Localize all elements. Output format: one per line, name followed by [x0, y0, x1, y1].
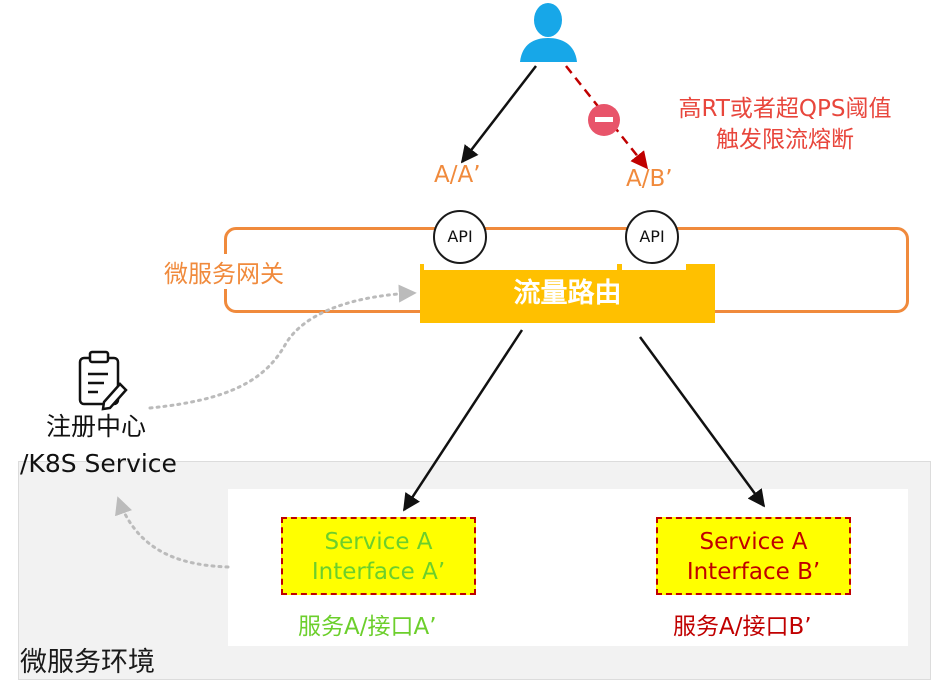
gateway-label: 微服务网关 [162, 254, 286, 289]
request-arrow-left [460, 65, 537, 164]
router-notch-left [424, 264, 546, 270]
registry-label-line-2: /K8S Service [20, 449, 177, 478]
router-notch-right [622, 264, 686, 270]
service-box-b: Service A Interface B’ [656, 517, 851, 595]
route-label-right: A/B’ [626, 166, 673, 192]
route-label-left: A/A’ [434, 162, 481, 188]
rate-limit-warning: 高RT或者超QPS阈值 触发限流熔断 [645, 94, 925, 156]
api-badge-left: API [433, 210, 487, 264]
service-b-name: Service A [699, 529, 808, 555]
service-a-caption: 服务A/接口A’ [298, 614, 437, 640]
route-arrow-service-b [638, 336, 766, 508]
service-b-caption: 服务A/接口B’ [673, 614, 812, 640]
service-b-interface: Interface B’ [686, 559, 821, 585]
api-badge-right: API [625, 210, 679, 264]
router-label: 流量路由 [513, 278, 622, 309]
no-entry-icon [588, 104, 620, 136]
traffic-router [420, 264, 715, 323]
router-notch-middle [495, 264, 617, 270]
route-arrow-service-a [402, 329, 524, 512]
warning-line-2: 触发限流熔断 [716, 127, 854, 153]
environment-label: 微服务环境 [20, 647, 155, 678]
clipboard-icon [78, 350, 128, 411]
warning-line-1: 高RT或者超QPS阈值 [678, 96, 892, 122]
service-a-interface: Interface A’ [311, 559, 446, 585]
registry-label-line-1: 注册中心 [46, 412, 147, 441]
registry-sync-link [148, 284, 417, 410]
user-icon [520, 3, 577, 62]
service-a-name: Service A [324, 529, 433, 555]
service-box-a: Service A Interface A’ [281, 517, 476, 595]
service-registration-link [115, 496, 230, 569]
